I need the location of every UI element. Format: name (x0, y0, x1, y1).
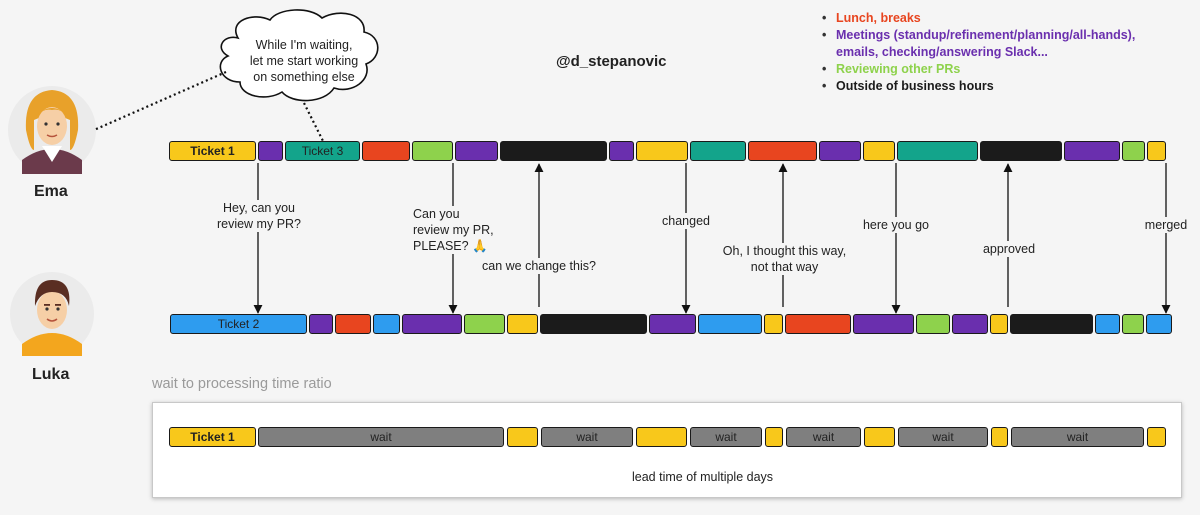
message-label: approved (974, 241, 1044, 257)
thought-bubble-cloud (219, 9, 379, 102)
message-line: review my PR, (413, 223, 494, 237)
luka-timeline-segment (464, 314, 505, 334)
luka-timeline-segment (990, 314, 1008, 334)
luka-timeline-segment (698, 314, 762, 334)
ratio-timeline-segment (507, 427, 538, 447)
ema-timeline-segment (412, 141, 453, 161)
ratio-timeline-segment: wait (1011, 427, 1144, 447)
message-line: here you go (862, 218, 930, 232)
thought-bubble-text: While I'm waiting, let me start working … (236, 37, 372, 85)
luka-timeline-segment (785, 314, 851, 334)
message-label: changed (656, 213, 716, 229)
legend-item-meetings-continued: emails, checking/answering Slack... (836, 45, 1048, 59)
ratio-title: wait to processing time ratio (152, 376, 332, 392)
luka-timeline: Ticket 2 (0, 314, 1200, 336)
message-line: Oh, I thought this way, (722, 244, 847, 258)
message-label: Hey, can you review my PR? (214, 200, 304, 232)
message-line: can we change this? (482, 259, 596, 273)
message-line: changed (662, 214, 710, 228)
ratio-timeline-segment (765, 427, 783, 447)
luka-timeline-segment (507, 314, 538, 334)
ratio-timeline-segment (1147, 427, 1166, 447)
ema-avatar (8, 86, 96, 174)
legend-item-breaks: Lunch, breaks (822, 10, 1135, 27)
ratio-timeline-segment: wait (898, 427, 988, 447)
ratio-timeline-segment: wait (690, 427, 762, 447)
message-arrows (253, 163, 1171, 314)
ema-name: Ema (34, 183, 68, 200)
ratio-timeline-segment (991, 427, 1008, 447)
ema-timeline-segment: Ticket 1 (169, 141, 256, 161)
message-line: review my PR? (216, 217, 302, 231)
luka-timeline-segment (649, 314, 696, 334)
luka-timeline-segment (373, 314, 400, 334)
ema-timeline-segment (819, 141, 861, 161)
message-label: here you go (856, 217, 936, 233)
legend-item-reviewing: Reviewing other PRs (822, 61, 1135, 78)
luka-timeline-segment (1010, 314, 1093, 334)
message-label: can we change this? (482, 258, 612, 274)
luka-avatar (10, 272, 94, 356)
ratio-timeline-segment: wait (786, 427, 861, 447)
ema-timeline-segment (1122, 141, 1145, 161)
legend-item-outside-hours: Outside of business hours (822, 78, 1135, 95)
ema-timeline: Ticket 1 Ticket 3 (0, 141, 1200, 163)
ema-timeline-segment (455, 141, 498, 161)
luka-timeline-segment (402, 314, 462, 334)
ema-timeline-segment (609, 141, 634, 161)
author-handle: @d_stepanovic (556, 53, 667, 70)
ratio-timeline-segment (636, 427, 687, 447)
ratio-timeline-segment: Ticket 1 (169, 427, 256, 447)
message-line: Can you (413, 207, 460, 221)
luka-timeline-segment (916, 314, 950, 334)
ema-timeline-segment (258, 141, 283, 161)
ema-timeline-segment (636, 141, 688, 161)
luka-timeline-segment (764, 314, 783, 334)
luka-timeline-segment (853, 314, 914, 334)
luka-timeline-segment (952, 314, 988, 334)
bubble-tail-ticket3 (303, 102, 324, 142)
message-line: merged (1144, 218, 1188, 232)
ema-timeline-segment (748, 141, 817, 161)
ema-timeline-segment (863, 141, 895, 161)
ema-timeline-segment (362, 141, 410, 161)
luka-timeline-segment (1122, 314, 1144, 334)
ema-timeline-segment (690, 141, 746, 161)
message-line: PLEASE? 🙏 (413, 239, 488, 253)
ratio-timeline-segment: wait (258, 427, 504, 447)
message-line: Hey, can you (222, 201, 296, 215)
luka-timeline-segment (540, 314, 647, 334)
ratio-timeline-segment (864, 427, 895, 447)
legend: Lunch, breaks Meetings (standup/refineme… (822, 10, 1135, 95)
ema-timeline-segment (980, 141, 1062, 161)
ema-timeline-segment (897, 141, 978, 161)
ratio-timeline-segment: wait (541, 427, 633, 447)
luka-timeline-segment (335, 314, 371, 334)
message-line: approved (982, 242, 1036, 256)
ema-timeline-segment (1147, 141, 1166, 161)
message-label: Oh, I thought this way, not that way (712, 243, 857, 275)
message-line: not that way (750, 260, 819, 274)
luka-timeline-segment (309, 314, 333, 334)
legend-item-meetings: Meetings (standup/refinement/planning/al… (822, 27, 1135, 44)
thought-line: While I'm waiting, (255, 38, 353, 52)
lead-time-label: lead time of multiple days (628, 470, 778, 484)
luka-timeline-segment (1146, 314, 1172, 334)
bubble-tail-ema (93, 70, 227, 132)
ema-timeline-segment (500, 141, 607, 161)
ema-timeline-segment: Ticket 3 (285, 141, 360, 161)
luka-timeline-segment: Ticket 2 (170, 314, 307, 334)
luka-name: Luka (32, 366, 70, 383)
ema-timeline-segment (1064, 141, 1120, 161)
message-label: merged (1136, 217, 1196, 233)
message-label: Can you review my PR, PLEASE? 🙏 (413, 206, 523, 254)
luka-timeline-segment (1095, 314, 1120, 334)
thought-line: let me start working (249, 54, 359, 68)
thought-line: on something else (253, 70, 355, 84)
